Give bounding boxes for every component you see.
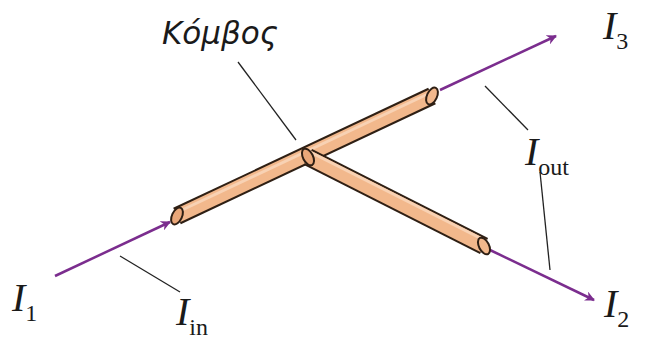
current-arrow	[490, 250, 594, 300]
current-arrow	[440, 36, 556, 90]
leader-line	[485, 86, 528, 130]
current-symbol: Iout	[525, 132, 569, 172]
leader-line	[238, 62, 296, 140]
node-label: Κόμβος	[162, 18, 278, 49]
wire	[308, 157, 484, 246]
current-symbol: I2	[604, 284, 629, 324]
wire-highlight	[310, 152, 484, 240]
leader-line	[540, 172, 550, 270]
wire	[308, 157, 484, 246]
wire-end	[424, 86, 441, 107]
leader-line	[120, 256, 180, 292]
current-symbol: Iin	[176, 292, 208, 332]
wire-end	[169, 206, 186, 227]
current-arrow	[55, 222, 170, 276]
wire-end	[299, 147, 316, 168]
current-symbol: I3	[603, 6, 628, 46]
current-symbol: I1	[12, 278, 37, 318]
wire-end	[475, 236, 492, 257]
